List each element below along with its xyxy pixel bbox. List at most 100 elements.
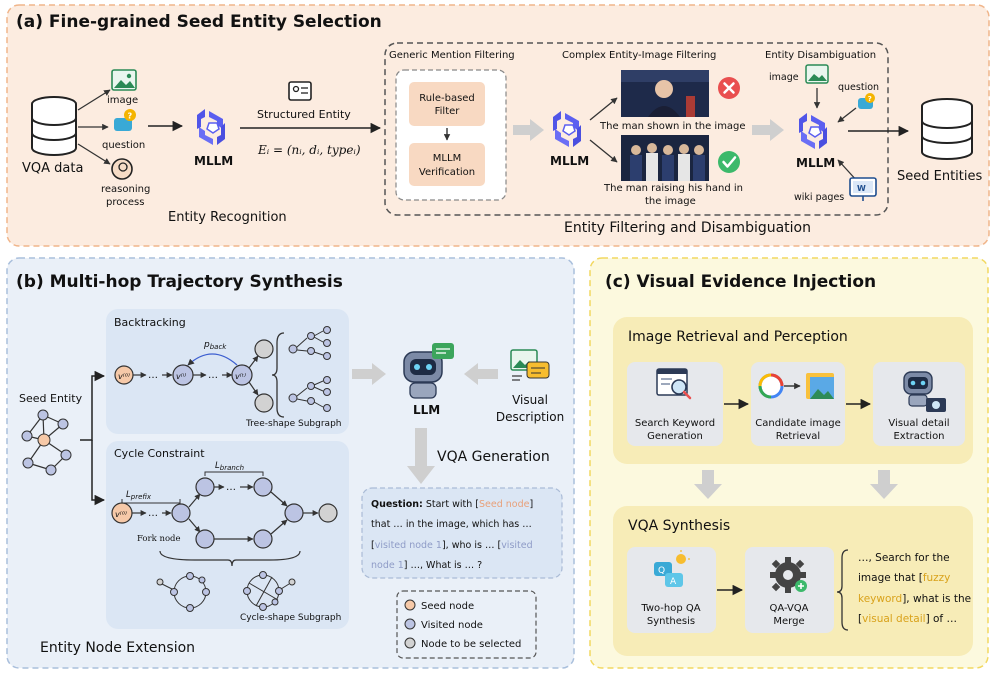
visual-description-line1: Visual: [512, 393, 548, 407]
structured-entity-label: Structured Entity: [257, 108, 351, 121]
question-icon: ?: [858, 93, 875, 109]
caption-1: The man shown in the image: [599, 121, 746, 132]
structured-entity-icon: [288, 81, 312, 101]
output-line1: …, Search for the: [858, 552, 950, 564]
panel-b-footer: Entity Node Extension: [40, 640, 195, 656]
merge-gear-icon: [770, 557, 807, 593]
accept-icon: [718, 151, 740, 173]
search-keyword-icon: [656, 368, 692, 400]
panel-b-title: (b) Multi-hop Trajectory Synthesis: [16, 272, 343, 292]
tree-label: Tree-shape Subgraph: [245, 419, 342, 429]
input-process-label: process: [106, 197, 144, 208]
svg-text:v⁽ⁱ⁾: v⁽ⁱ⁾: [176, 372, 186, 381]
output-line3: keyword], what is the: [858, 593, 971, 605]
question-box-line1: Question: Start with [Seed node]: [371, 499, 533, 510]
reject-icon: [718, 77, 740, 99]
backtracking-graph: v⁽⁰⁾ … v⁽ⁱ⁾ … v⁽ᵗ⁾ pback: [114, 326, 331, 418]
dis-wiki-label: wiki pages: [794, 192, 844, 203]
seed-node-text: Seed node: [479, 499, 530, 510]
legend-visited: Visited node: [421, 620, 483, 631]
mllm-label-2: MLLM: [550, 154, 589, 168]
complex-filter-title: Complex Entity-Image Filtering: [562, 50, 716, 61]
panel-c-title: (c) Visual Evidence Injection: [605, 272, 876, 292]
backtracking-label: Backtracking: [114, 316, 186, 329]
two-hop-qa-icon: Q A: [654, 550, 690, 587]
qa-vqa-line2: Merge: [773, 616, 804, 627]
candidate-image-line1: Candidate image: [755, 418, 840, 429]
visual-detail-line2: Extraction: [893, 431, 944, 442]
caption-2-line1: The man raising his hand in: [603, 183, 743, 194]
svg-text:Lbranch: Lbranch: [215, 461, 244, 472]
wiki-pages-icon: W: [849, 177, 877, 201]
retrieval-title: Image Retrieval and Perception: [628, 329, 848, 345]
database-icon: [31, 96, 77, 156]
database-icon: [921, 98, 973, 160]
rule-filter-line2: Filter: [435, 106, 461, 117]
svg-text:…: …: [226, 482, 236, 493]
mllm-label-1: MLLM: [194, 154, 233, 168]
disambiguation-title: Entity Disambiguation: [765, 50, 876, 61]
image-icon: [805, 64, 829, 84]
vqa-synthesis-title: VQA Synthesis: [628, 518, 730, 534]
panel-a: (a) Fine-grained Seed Entity Selection V…: [6, 4, 990, 247]
question-box-line3: [visited node 1], who is … [visited: [371, 540, 533, 551]
dis-question-label: question: [838, 82, 879, 93]
photo-speaker: [621, 70, 709, 117]
caption-2-line2: the image: [645, 196, 696, 207]
question-icon: ?: [114, 109, 136, 131]
keyword-text: keyword: [858, 593, 902, 605]
robot-icon: [403, 343, 454, 399]
svg-text:A: A: [670, 577, 677, 587]
visual-description-icon: [510, 349, 550, 381]
question-box-line4: node 1] …, What is … ?: [371, 560, 482, 571]
filtering-footer: Entity Filtering and Disambiguation: [564, 220, 811, 236]
mllm-label-3: MLLM: [796, 156, 835, 170]
cycle-subgraph-label: Cycle-shape Subgraph: [240, 613, 341, 623]
mllm-verify-line2: Verification: [419, 167, 475, 178]
seed-entity-graph: [21, 409, 72, 476]
rule-filter-line1: Rule-based: [419, 93, 475, 104]
candidate-image-icon: [758, 373, 834, 399]
mllm-verify-line1: MLLM: [433, 153, 461, 164]
legend-seed: Seed node: [421, 601, 474, 612]
svg-text:?: ?: [128, 112, 133, 121]
svg-text:v⁽⁰⁾: v⁽⁰⁾: [118, 372, 130, 381]
svg-text:…: …: [208, 370, 218, 381]
reasoning-head-icon: [111, 158, 133, 180]
fork-node-label: Fork node: [137, 534, 181, 544]
entity-formula: Eᵢ = (nᵢ, dᵢ, typeᵢ): [257, 143, 361, 157]
svg-text:…: …: [148, 370, 158, 381]
seed-entity-label: Seed Entity: [19, 392, 83, 405]
image-icon: [111, 69, 137, 91]
two-hop-line1: Two-hop QA: [640, 603, 700, 614]
panel-b: (b) Multi-hop Trajectory Synthesis Seed …: [6, 257, 575, 669]
search-keyword-line2: Generation: [647, 431, 703, 442]
output-line4: [visual detail] of …: [858, 613, 957, 625]
photo-team: [621, 135, 709, 181]
generic-mention-title: Generic Mention Filtering: [389, 50, 515, 61]
two-hop-line2: Synthesis: [647, 616, 695, 627]
svg-text:v⁽ᵗ⁾: v⁽ᵗ⁾: [235, 372, 246, 381]
question-label: Question:: [371, 499, 423, 510]
llm-label: LLM: [413, 403, 440, 417]
cycle-graph: v⁽⁰⁾ … Lprefix … Lbranch: [111, 461, 338, 612]
visual-detail-robot-icon: [903, 371, 946, 412]
svg-text:v⁽⁰⁾: v⁽⁰⁾: [115, 510, 127, 519]
question-box-line2: that … in the image, which has …: [371, 519, 532, 530]
visited-node-text: visited node 1: [375, 540, 442, 551]
panel-a-title: (a) Fine-grained Seed Entity Selection: [16, 12, 382, 32]
svg-text:?: ?: [868, 95, 872, 103]
input-question-label: question: [102, 140, 145, 151]
visual-detail-text: visual detail: [862, 613, 925, 625]
input-image-label: image: [107, 95, 138, 106]
panel-c: (c) Visual Evidence Injection Image Retr…: [589, 257, 989, 669]
svg-text:Lprefix: Lprefix: [126, 490, 152, 501]
fuzzy-text: fuzzy: [923, 572, 951, 584]
cycle-label: Cycle Constraint: [114, 447, 205, 460]
visual-description-line2: Description: [496, 410, 564, 424]
qa-vqa-line1: QA-VQA: [769, 603, 808, 614]
vqa-generation-label: VQA Generation: [437, 449, 550, 465]
svg-text:pback: pback: [203, 340, 227, 351]
svg-text:…: …: [148, 508, 158, 519]
output-line2: image that [fuzzy: [858, 572, 950, 584]
